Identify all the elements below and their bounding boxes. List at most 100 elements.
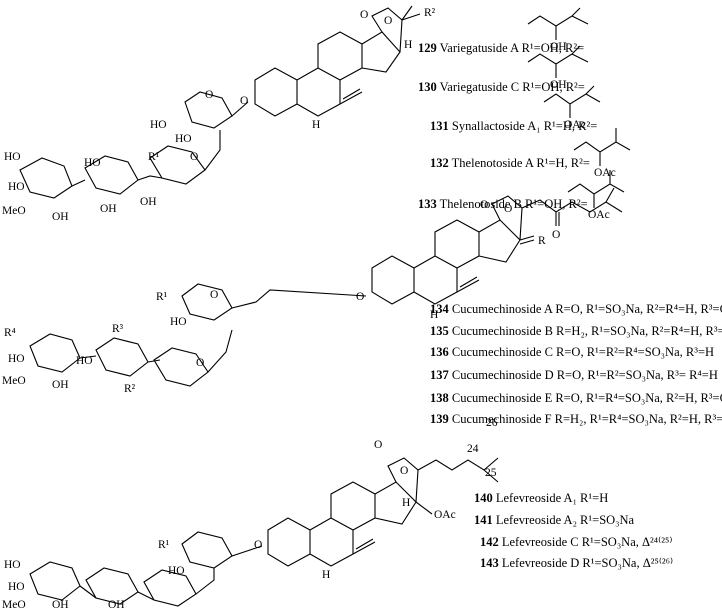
ring-c-bot [330, 481, 376, 531]
atom-meo-bot: MeO [2, 599, 26, 611]
sugar-4-top [19, 157, 73, 199]
caption-142: 142 Lefevreoside C R¹=SO₃Na, Δ²⁴⁽²⁵⁾ [480, 535, 672, 549]
atom-ho-bot: HO [168, 565, 185, 577]
atom-o-ring-s2: O [190, 151, 198, 163]
atom-ho-mid-s4: HO [8, 353, 25, 365]
sugar-4-mid [29, 333, 81, 373]
sugar-1-mid [181, 283, 233, 321]
structure-bottom: O O H OAc H 24 25 26 O R¹ HO OH HO HO Me… [2, 417, 499, 611]
captions-top: 129 Variegatuside A R¹=OH, R²= 130 Varie… [418, 41, 597, 211]
atom-o-ketone-mid: O [552, 229, 560, 241]
atom-o-ring-s1: O [205, 89, 213, 101]
atom-oh-129: OH [550, 41, 567, 53]
side-chain-130 [527, 45, 589, 78]
atom-oac-132: OAc [594, 167, 616, 179]
caption-138: 138 Cucumechinoside E R=O, R¹=R⁴=SO₃Na, … [430, 391, 722, 405]
lactone-bot [387, 457, 419, 503]
glyc-bond-4-mid [79, 355, 97, 359]
caption-135: 135 Cucumechinoside B R=H₂, R¹=SO₃Na, R²… [430, 324, 722, 338]
caption-130: 130 Variegatuside C R¹=OH, R²= [418, 80, 585, 94]
atom-r1-mid: R¹ [156, 291, 168, 303]
side-bonds-top [401, 5, 421, 21]
glyc-bond-2-mid [207, 329, 233, 373]
atom-ho-bot-s4b: HO [8, 581, 25, 593]
label-24: 24 [467, 443, 479, 455]
lactone-top [371, 7, 403, 53]
glyc-bond-2-bot [195, 568, 215, 595]
glyc-bond-3-top [137, 175, 163, 181]
caption-132: 132 Thelenotoside A R¹=H, R²= [430, 156, 590, 170]
captions-middle: 134 Cucumechinoside A R=O, R¹=SO₃Na, R²=… [430, 302, 722, 426]
ring-a-top [254, 67, 298, 117]
atom-o-glyc-top: O [240, 95, 248, 107]
caption-140: 140 Lefevreoside A₁ R¹=H [474, 491, 608, 505]
double-bond-bot [352, 538, 376, 555]
atom-h-mid-5: H [430, 309, 438, 321]
caption-129: 129 Variegatuside A R¹=OH, R²= [418, 41, 584, 55]
glyc-bond-2-top [204, 130, 221, 171]
sugar-4-bot [29, 561, 81, 601]
atom-ho-s4b: HO [8, 181, 25, 193]
r-double-mid [519, 235, 535, 245]
sugar-3-mid [95, 337, 149, 377]
glyc-bond-1-top [231, 101, 249, 117]
atom-r1-bot: R¹ [158, 539, 170, 551]
ring-c-mid [434, 219, 480, 269]
atom-r4-mid: R⁴ [4, 327, 16, 339]
side-chain-132 [573, 128, 631, 166]
atom-o-carbonyl-bot: O [374, 439, 382, 451]
atom-ho-bot-s4: HO [4, 559, 21, 571]
structure-middle: R O O O H O R¹ HO O O R³ R² HO R⁴ HO MeO… [2, 187, 623, 395]
ring-b-top [296, 67, 341, 117]
side-chain-mid [521, 187, 623, 226]
atom-h-top: H [404, 39, 412, 51]
caption-136: 136 Cucumechinoside C R=O, R¹=R²=R⁴=SO₃N… [430, 345, 714, 359]
atom-o-ring-bot: O [400, 465, 408, 477]
glyc-bond-1-bot [231, 545, 263, 557]
captions-bottom: 140 Lefevreoside A₁ R¹=H 141 Lefevreosid… [474, 491, 673, 570]
atom-ho-s4: HO [4, 151, 21, 163]
glyc-bond-4-top [71, 179, 86, 187]
atom-r2-top: R² [424, 7, 436, 19]
caption-143: 143 Lefevreoside D R¹=SO₃Na, Δ²⁵⁽²⁶⁾ [480, 556, 673, 570]
structure-top: O O R² H H O HO HO O R¹ O OH HO OH HO HO… [2, 5, 631, 223]
atom-oh-bot-s3: OH [108, 599, 125, 611]
ring-b-bot [309, 517, 354, 567]
ring-d-top [361, 31, 401, 73]
atom-h-top-5: H [312, 119, 320, 131]
atom-o-carbonyl: O [360, 9, 368, 21]
glyc-bond-1-mid [231, 289, 367, 309]
atom-o-ring-mid-s1: O [210, 289, 218, 301]
atom-or2-mid: R² [124, 383, 136, 395]
ring-a-mid [371, 255, 415, 305]
side-chain-131 [543, 85, 601, 118]
atom-h-bot-5: H [322, 569, 330, 581]
atom-oh-130: OH [550, 79, 567, 91]
atom-o-glyc-bot: O [254, 539, 262, 551]
double-bond-mid [456, 276, 480, 293]
side-chain-133 [567, 170, 625, 208]
ring-b-mid [413, 255, 458, 305]
atom-ho-1-top: HO [150, 119, 167, 131]
glyc-bond-3-bot [137, 591, 155, 601]
label-25: 25 [485, 467, 497, 479]
atom-meo-mid: MeO [2, 375, 26, 387]
caption-131: 131 Synallactoside A₁ R¹=H, R²= [430, 119, 597, 133]
atom-r1-top: R¹ [148, 151, 160, 163]
caption-134: 134 Cucumechinoside A R=O, R¹=SO₃Na, R²=… [430, 302, 722, 316]
sugar-1-bot [181, 531, 233, 569]
side-chain-129 [527, 7, 589, 40]
double-bond-top [339, 88, 363, 105]
lactone-mid [491, 195, 523, 241]
ring-a-bot [267, 517, 311, 567]
atom-oh-s3: OH [100, 203, 117, 215]
atom-meo-top: MeO [2, 205, 26, 217]
atom-r3-mid: R³ [112, 323, 124, 335]
ring-d-mid [478, 219, 521, 263]
atom-oac-133: OAc [588, 209, 610, 221]
caption-141: 141 Lefevreoside A₂ R¹=SO₃Na [474, 513, 635, 527]
atom-ho-2-top: HO [175, 133, 192, 145]
atom-r-mid: R [538, 235, 546, 247]
atom-oh-s4: OH [52, 211, 69, 223]
